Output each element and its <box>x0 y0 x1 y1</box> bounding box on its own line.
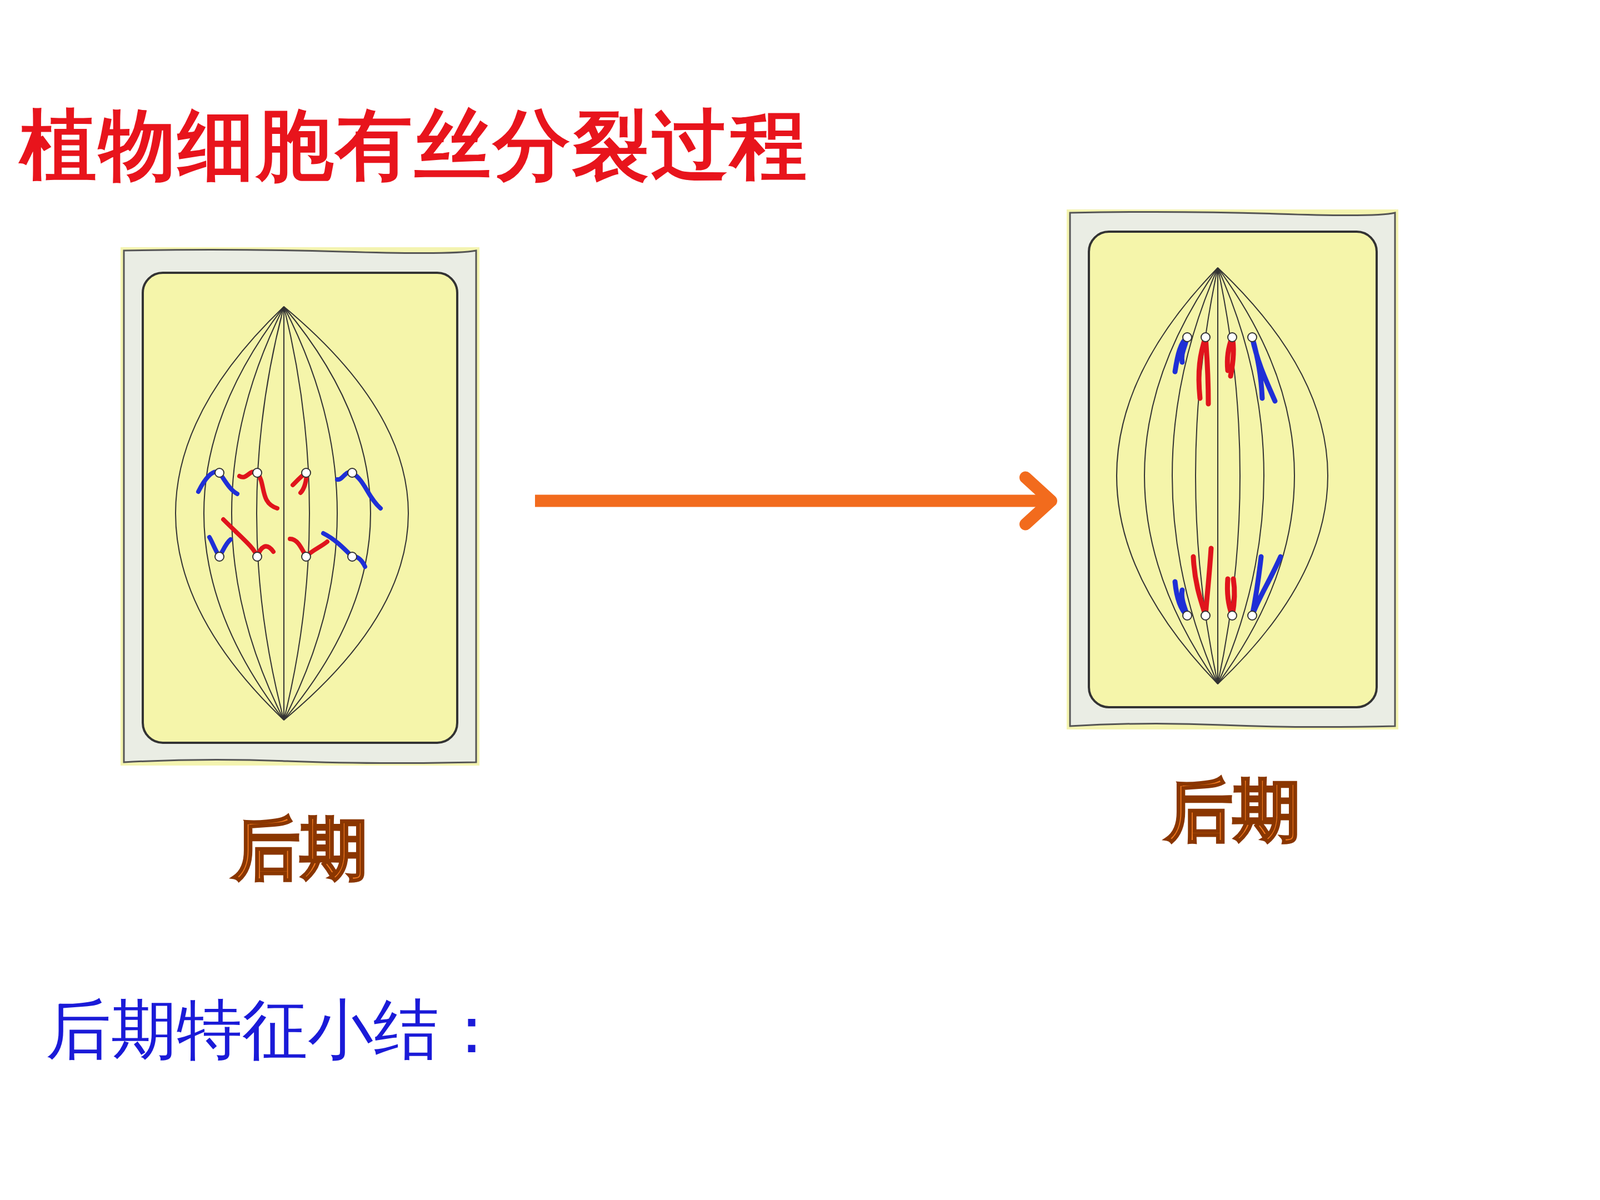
plant-cell-early-anaphase <box>120 247 480 766</box>
cell-node: 后期 <box>1066 209 1399 863</box>
summary-heading: 后期特征小结： <box>45 986 505 1075</box>
stage-label: 后期 <box>120 804 480 896</box>
stage-label: 后期 <box>1066 766 1399 858</box>
plant-cell-late-anaphase <box>1066 209 1399 730</box>
process-arrow <box>535 477 1052 525</box>
cell-node: 后期 <box>120 247 480 902</box>
diagram-title: 植物细胞有丝分裂过程 <box>20 94 809 198</box>
